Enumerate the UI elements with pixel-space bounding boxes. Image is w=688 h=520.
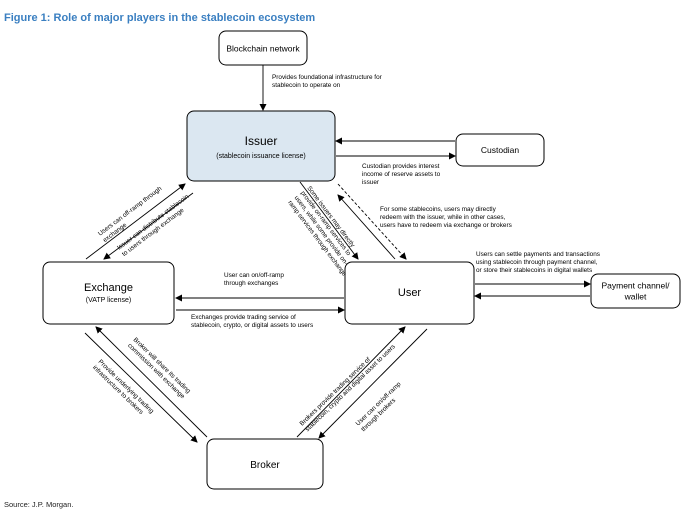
label-issuer-user-dashed: For some stablecoins, users may directly…: [380, 206, 512, 229]
arrow-user-to-issuer-dashed: [337, 183, 407, 260]
label-blockchain-issuer: Provides foundational infrastructure for…: [272, 74, 383, 89]
node-broker: Broker: [206, 438, 324, 490]
svg-text:Exchanges provide trading serv: Exchanges provide trading service of: [191, 314, 296, 321]
label-exchange-user: Exchanges provide trading service of sta…: [191, 314, 313, 329]
arrow-user-to-broker: [318, 328, 428, 439]
node-payment-title2: wallet: [624, 292, 647, 302]
svg-text:Issuer can distribute stableco: Issuer can distribute stablecoin: [116, 193, 191, 252]
arrow-issuer-to-exchange: [103, 192, 194, 260]
svg-text:infrastructure to brokers: infrastructure to brokers: [91, 364, 144, 416]
arrow-exchange-to-issuer: [85, 183, 186, 260]
arrow-exchange-to-broker: [84, 332, 198, 443]
svg-text:Provide underlying trading: Provide underlying trading: [97, 358, 156, 415]
node-issuer-subtitle: (stablecoin issuance license): [216, 153, 306, 160]
label-user-payment: Users can settle payments and transactio…: [476, 251, 600, 274]
node-broker-title: Broker: [250, 460, 280, 471]
arrow-issuer-user-solid: [337, 194, 396, 260]
svg-text:Broker will share its trading: Broker will share its trading: [132, 336, 192, 395]
label-broker-user-up: Brokers provide trading service of stabl…: [299, 343, 397, 433]
node-user-title: User: [398, 287, 422, 299]
svg-text:using stablecoin through payme: using stablecoin through payment channel…: [476, 259, 598, 266]
arrow-broker-to-exchange: [95, 326, 208, 438]
node-custodian: Custodian: [455, 133, 545, 167]
node-blockchain-title: Blockchain network: [226, 44, 300, 54]
node-issuer-title: Issuer: [245, 134, 278, 148]
node-payment-channel: Payment channel/ wallet: [590, 273, 681, 309]
label-custodian-issuer: Custodian provides interest income of re…: [362, 163, 441, 186]
label-issuer-exchange-down: Issuer can distribute stablecoin to user…: [116, 193, 191, 258]
svg-text:income of reserve assets to: income of reserve assets to: [362, 171, 441, 178]
label-user-broker-down: User can on/off-ramp through brokers: [355, 380, 403, 433]
svg-text:Custodian provides interest: Custodian provides interest: [362, 163, 440, 170]
svg-text:User can on/off-ramp: User can on/off-ramp: [355, 380, 403, 427]
svg-text:stablecoin, crypto and digital: stablecoin, crypto and digital asset to …: [304, 343, 397, 433]
arrow-issuer-to-user: [299, 181, 359, 260]
svg-text:through exchanges: through exchanges: [224, 280, 278, 287]
node-exchange-title: Exchange: [84, 282, 133, 294]
svg-text:For some stablecoins, users ma: For some stablecoins, users may directly: [380, 206, 497, 213]
svg-text:Users can settle payments and: Users can settle payments and transactio…: [476, 251, 600, 258]
figure-source: Source: J.P. Morgan.: [4, 500, 74, 509]
node-exchange-subtitle: (VATP license): [86, 297, 132, 304]
svg-text:users have to redeem via excha: users have to redeem via exchange or bro…: [380, 222, 512, 229]
node-exchange: Exchange (VATP license): [42, 261, 175, 325]
svg-text:stablecoin, crypto, or digital: stablecoin, crypto, or digital assets to…: [191, 322, 313, 329]
arrow-broker-to-user: [296, 326, 406, 438]
svg-text:User can on/off-ramp: User can on/off-ramp: [224, 272, 284, 279]
svg-text:or store their stablecoins in: or store their stablecoins in digital wa…: [476, 267, 592, 274]
node-blockchain: Blockchain network: [218, 30, 308, 66]
figure-title: Figure 1: Role of major players in the s…: [4, 12, 316, 24]
svg-text:Provides foundational infrastr: Provides foundational infrastructure for: [272, 74, 383, 81]
node-payment-title: Payment channel/: [601, 281, 670, 291]
label-user-exchange: User can on/off-ramp through exchanges: [224, 272, 284, 287]
node-issuer: Issuer (stablecoin issuance license): [186, 110, 336, 182]
svg-text:redeem with the issuer, while: redeem with the issuer, while in other c…: [380, 214, 506, 221]
label-exchange-broker-down: Provide underlying trading infrastructur…: [91, 358, 156, 416]
svg-text:issuer: issuer: [362, 179, 380, 186]
svg-text:stablecoin to operate on: stablecoin to operate on: [272, 82, 341, 89]
node-user: User: [344, 261, 475, 325]
node-custodian-title: Custodian: [481, 145, 520, 155]
